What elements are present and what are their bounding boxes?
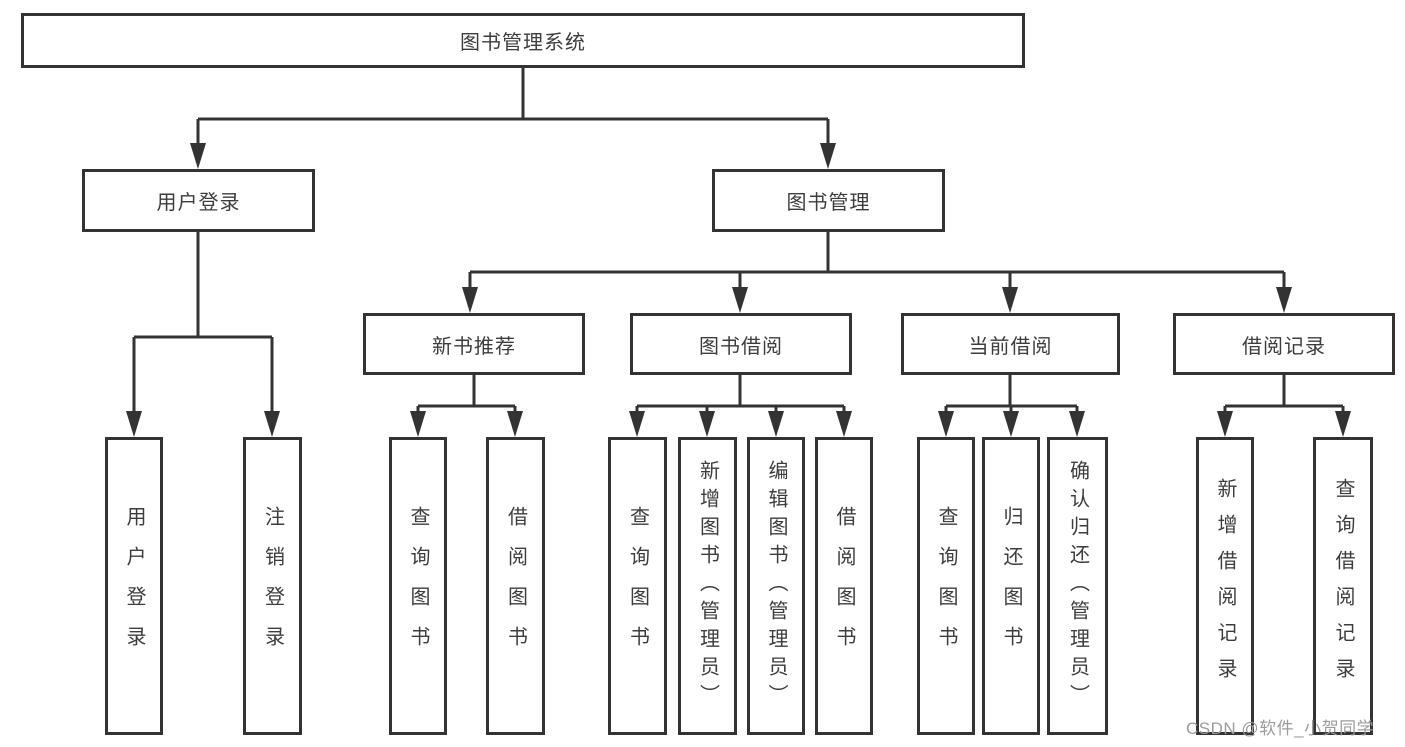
leaf-edit-book-admin: 编辑图书（管理员）	[747, 437, 805, 735]
node-borrow-records: 借阅记录	[1173, 313, 1395, 375]
leaf-borrow-books-recommend: 借阅图书	[486, 437, 545, 735]
leaf-confirm-return-admin: 确认归还（管理员）	[1047, 437, 1108, 735]
leaf-add-borrow-record: 新增借阅记录	[1196, 437, 1254, 735]
leaf-user-login: 用户登录	[105, 437, 163, 735]
node-user-login: 用户登录	[82, 169, 315, 232]
leaf-query-books-current: 查询图书	[917, 437, 975, 735]
leaf-borrow-books: 借阅图书	[815, 437, 873, 735]
node-new-book-recommend: 新书推荐	[363, 313, 585, 375]
node-book-management: 图书管理	[712, 169, 945, 232]
node-library-system: 图书管理系统	[21, 13, 1025, 68]
leaf-logout: 注销登录	[243, 437, 302, 735]
leaf-query-borrow-record: 查询借阅记录	[1313, 437, 1373, 735]
node-current-borrow: 当前借阅	[901, 313, 1120, 375]
leaf-return-book: 归还图书	[982, 437, 1040, 735]
node-book-borrow: 图书借阅	[630, 313, 852, 375]
leaf-query-books-recommend: 查询图书	[389, 437, 447, 735]
leaf-query-books-borrow: 查询图书	[608, 437, 667, 735]
leaf-add-book-admin: 新增图书（管理员）	[678, 437, 737, 735]
csdn-watermark: CSDN @软件_小贺同学	[1186, 719, 1375, 738]
